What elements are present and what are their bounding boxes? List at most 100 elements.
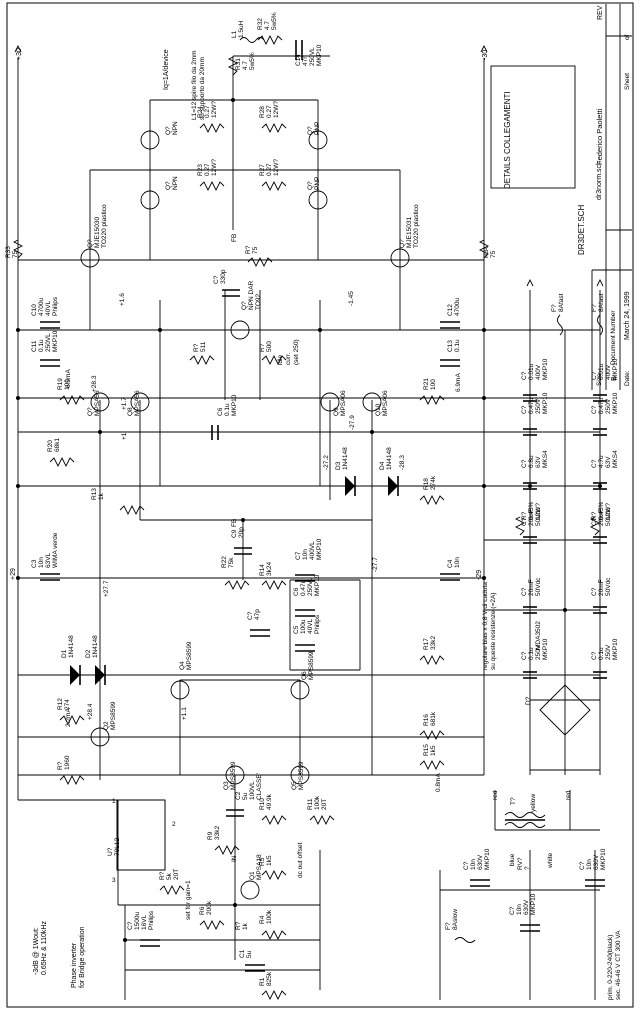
component-label-q6: Q6 [301,671,308,680]
component-label-q10: Q10 [375,403,382,416]
component-label-cb11: C? [521,651,528,660]
component-label-c14: C14 [295,54,302,66]
component-label-c6: C6 [217,407,224,416]
component-label-c7d: C? [127,921,134,930]
component-label-cb6: 4.7u [598,455,605,468]
component-label-cx3: C? [509,906,516,915]
voltage-label: +1 [121,432,128,440]
component-label-c2: CLASSE' [256,773,263,800]
note-inductor1: L1=12 spire filo da 2mm [191,50,198,120]
component-label-cx2: 630V [593,854,600,870]
component-label-c9: C9 [231,529,238,538]
component-label-c14: 250VL [309,47,316,66]
component-label-mda: MDA3502 [535,621,542,650]
component-label-c5: 100u [300,619,307,634]
component-label-cb4: 0.47u [598,397,605,414]
component-label-cb10: C? [591,587,598,596]
component-label-cb2: MKP10 [612,358,619,380]
component-label-cb8: 20mF [598,509,605,526]
component-label-c7c: C? [247,611,254,620]
component-label-r20: R20 [47,440,54,452]
component-label-cb6: C? [591,459,598,468]
component-label-q3: Q3 [223,781,230,790]
component-label-cb7: 50Vdc [535,507,542,526]
component-label-t1: T? [510,797,517,805]
component-label-cb5: MKS4 [542,450,549,468]
voltage-label: +27.7 [103,580,110,597]
component-label-c3: 63VL [45,552,52,568]
component-label-r34: 75 [490,250,497,258]
component-label-q3: MPS8599 [230,761,237,790]
component-label-c12: C12 [447,304,454,316]
component-label-c7b: MKP10 [316,538,323,560]
component-label-u7: 78L12 [114,838,121,856]
component-label-c3: C3 [31,559,38,568]
component-label-r23: 0.27 [204,163,211,176]
component-label-r32: R32 [257,18,264,30]
component-label-r1: R1 [259,977,266,986]
component-label-d3: D3 [335,461,342,470]
component-label-c6: 0.1u [224,403,231,416]
component-label-c10: 4700u [38,298,45,316]
component-label-c4: C4 [447,559,454,568]
component-label-c14: 47n [302,55,309,66]
component-label-qdar: Q? [241,301,248,310]
voltage-label: +1.1 [181,707,188,720]
component-label-c7a: 330p [220,269,227,284]
rail-pos-bus-label: +29 [10,568,17,580]
component-label-r13: R13 [91,488,98,500]
component-label-c1: 5u [246,950,253,958]
component-label-q7a: Q? [165,126,172,135]
component-label-cx2: 10n [586,859,593,870]
component-label-d2: D2 [85,649,92,658]
component-label-cb11: 250V [535,644,542,660]
component-label-r7d: R? [235,921,242,930]
voltage-label: 6.5mA [65,369,72,388]
component-label-r16: R16 [423,714,430,726]
voltage-label: +1.7 [121,397,128,410]
component-label-r31: 5w5% [249,52,256,70]
component-label-qmjen: TO220 plastico [101,204,108,248]
component-label-c6b: MKP10 [314,574,321,596]
component-label-r7t: 75 [252,246,259,254]
component-label-c13: 0.1u [454,339,461,352]
voltage-label: -28.3 [399,455,406,470]
component-label-rb2: R? [591,511,598,520]
component-label-cb1: 400V [535,364,542,380]
component-label-cb9: 50Vdc [535,577,542,596]
wire-blue: blue [509,853,516,866]
component-label-q10: MPSA06 [382,390,389,416]
voltage-label: -1.45 [348,291,355,306]
component-label-r15: 1k5 [430,745,437,756]
component-label-q2: MPS8599 [110,701,117,730]
component-label-r34: R34 [483,246,490,258]
component-label-rb2: 12W? [605,503,612,520]
voltage-label: +1.6 [119,293,126,306]
component-label-r11: 20T [321,799,328,810]
component-label-r22: R22 [221,556,228,568]
component-label-d1: D1 [61,649,68,658]
component-label-cb5: 6.8u [528,455,535,468]
component-label-q6: MPS8599 [308,651,315,680]
note-bridge-operation: for Bridge operation [79,926,86,988]
wiring [17,55,601,1000]
component-label-r33: 75 [12,250,19,258]
component-label-cb2: 400V [605,364,612,380]
note-prim: prim. 0-220-240(black) [607,935,614,1000]
docnum-label: Document Number [610,310,617,365]
of-label: of [624,34,631,40]
component-label-r19: 100 [64,379,71,390]
size-value: B [611,376,618,381]
component-label-q7m: MPSA56 [94,390,101,416]
component-label-q9: Q9 [333,407,340,416]
voltage-label: -27.7 [372,557,379,572]
component-label-cb12: MKP10 [612,638,619,660]
component-label-c11: MKP10 [52,330,59,352]
component-label-qmjep: TO220 plastico [413,204,420,248]
component-label-u7: U? [107,847,114,856]
component-label-q8: Q8 [127,407,134,416]
rev-label: REV [597,5,604,20]
component-label-r32: 4.7 [264,21,271,30]
component-label-dbr: D? [525,696,532,705]
